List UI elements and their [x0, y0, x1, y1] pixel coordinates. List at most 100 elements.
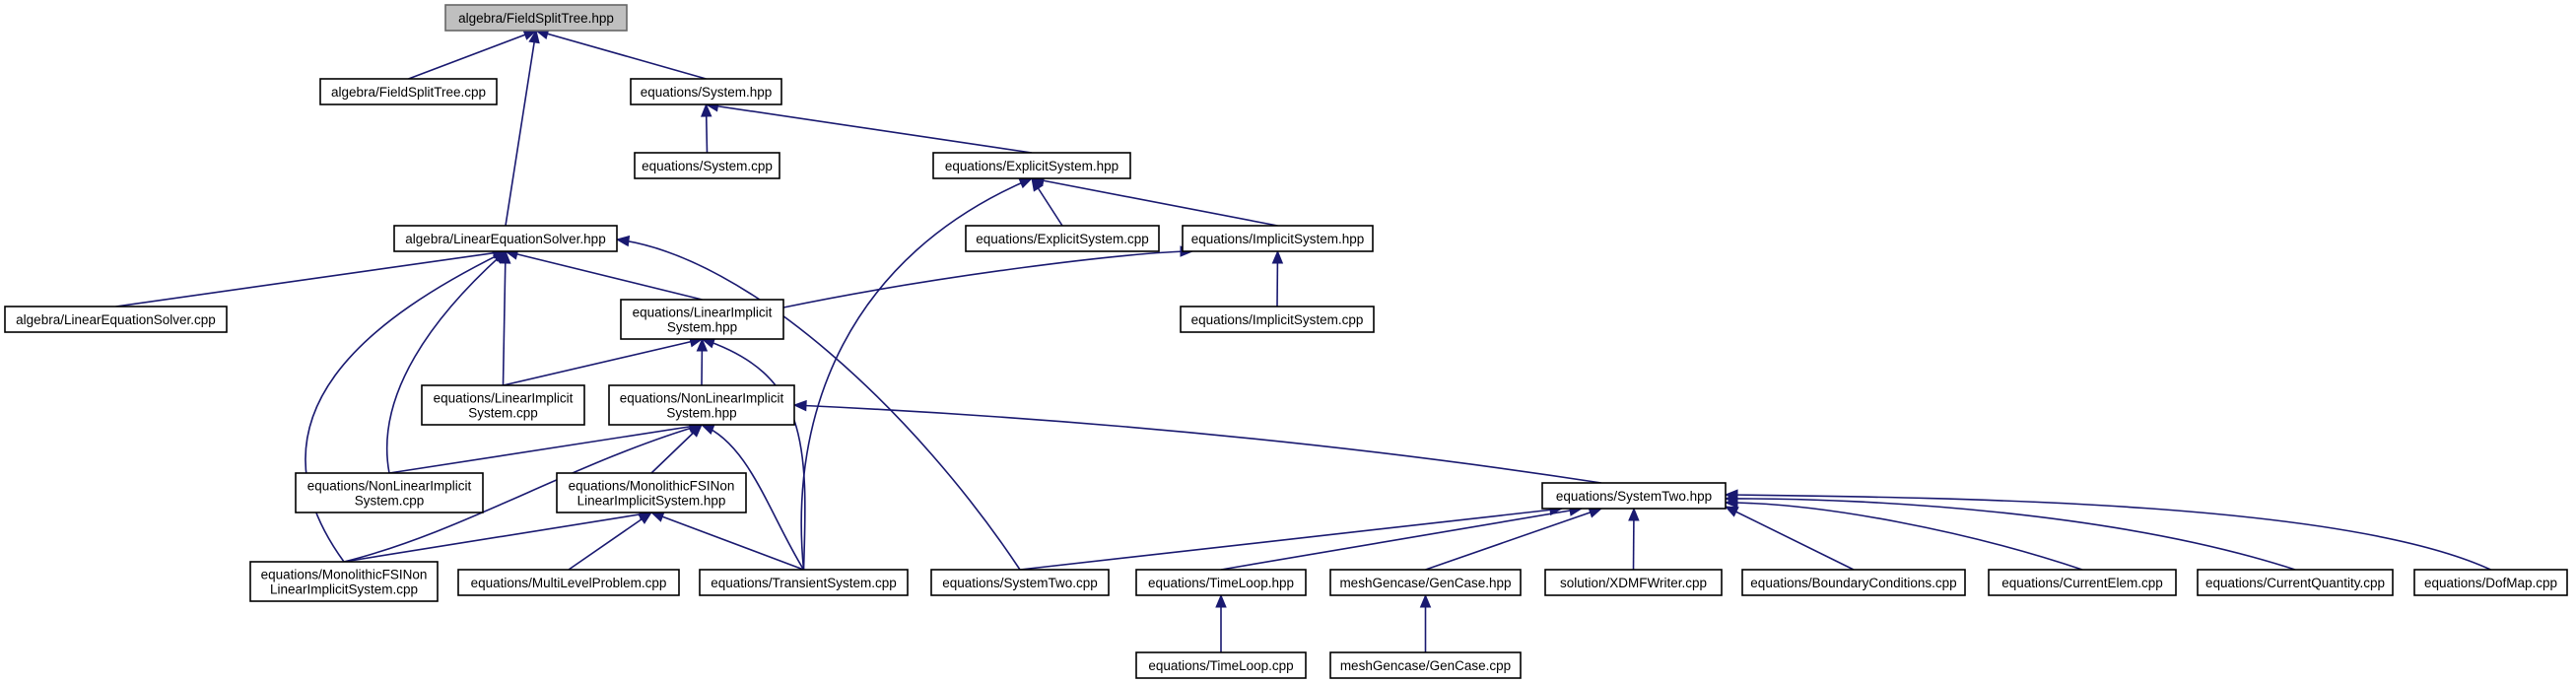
node-label: equations/BoundaryConditions.cpp: [1750, 576, 1956, 590]
edge-les_cpp-to-les_hpp: [115, 250, 507, 307]
edge-s2_hpp-to-nlis_hpp: [793, 404, 1602, 484]
node-ts-cpp[interactable]: equations/TransientSystem.cpp: [699, 569, 909, 596]
arrowhead-sys_cpp-to-sys_hpp: [701, 102, 712, 117]
node-les-hpp[interactable]: algebra/LinearEquationSolver.hpp: [393, 225, 618, 252]
node-xdmf-cpp[interactable]: solution/XDMFWriter.cpp: [1544, 569, 1723, 596]
node-box: [457, 569, 680, 596]
node-sys-cpp[interactable]: equations/System.cpp: [634, 152, 780, 179]
node-box: [1135, 569, 1307, 596]
node-bc-cpp[interactable]: equations/BoundaryConditions.cpp: [1741, 569, 1966, 596]
node-root[interactable]: algebra/FieldSplitTree.hpp: [444, 4, 628, 32]
node-label: algebra/FieldSplitTree.cpp: [331, 85, 486, 100]
node-label: solution/XDMFWriter.cpp: [1560, 576, 1707, 590]
node-label: algebra/FieldSplitTree.hpp: [458, 11, 614, 26]
arrowhead-tl_cpp-to-tl_hpp: [1215, 593, 1227, 608]
node-box: [1180, 306, 1375, 333]
node-mfsi-hpp[interactable]: equations/MonolithicFSINonLinearImplicit…: [556, 472, 747, 513]
node-box: [699, 569, 909, 596]
node-label: System.hpp: [667, 320, 737, 335]
node-box: [295, 472, 484, 513]
arrowhead-xdmf_cpp-to-s2_hpp: [1628, 507, 1640, 521]
node-box: [556, 472, 747, 513]
node-label: equations/NonLinearImplicit: [307, 479, 472, 494]
node-label: LinearImplicitSystem.cpp: [270, 582, 418, 597]
node-box: [421, 384, 585, 426]
node-label: equations/System.hpp: [641, 85, 773, 100]
edge-sys_hpp-to-root: [535, 30, 707, 80]
node-imp-hpp[interactable]: equations/ImplicitSystem.hpp: [1182, 225, 1374, 252]
edge-ts_cpp-to-mfsi_hpp: [650, 512, 804, 571]
node-label: equations/ExplicitSystem.cpp: [976, 232, 1149, 246]
node-mlp-cpp[interactable]: equations/MultiLevelProblem.cpp: [457, 569, 680, 596]
arrowhead-ts_cpp-to-exp_hpp: [1018, 177, 1034, 189]
node-tl-cpp[interactable]: equations/TimeLoop.cpp: [1135, 651, 1307, 679]
arrowhead-les_hpp-to-root: [528, 29, 540, 44]
node-tl-hpp[interactable]: equations/TimeLoop.hpp: [1135, 569, 1307, 596]
node-label: equations/MonolithicFSINon: [261, 568, 428, 582]
node-cq-cpp[interactable]: equations/CurrentQuantity.cpp: [2197, 569, 2394, 596]
node-box: [1329, 569, 1522, 596]
node-label: equations/NonLinearImplicit: [620, 391, 784, 406]
edge-lis_cpp-to-lis_hpp: [503, 338, 703, 386]
node-label: System.cpp: [355, 494, 425, 509]
node-les-cpp[interactable]: algebra/LinearEquationSolver.cpp: [4, 306, 228, 333]
node-label: algebra/LinearEquationSolver.hpp: [405, 232, 605, 246]
arrowhead-gc_cpp-to-gc_hpp: [1419, 593, 1432, 608]
node-label: equations/MultiLevelProblem.cpp: [471, 576, 667, 590]
node-s2-hpp[interactable]: equations/SystemTwo.hpp: [1541, 482, 1727, 510]
node-exp-cpp[interactable]: equations/ExplicitSystem.cpp: [965, 225, 1160, 252]
node-box: [1135, 651, 1307, 679]
node-mfsi-cpp[interactable]: equations/MonolithicFSINonLinearImplicit…: [249, 561, 439, 602]
node-label: System.hpp: [666, 406, 736, 421]
arrowhead-nlis_hpp-to-lis_hpp: [696, 337, 709, 352]
node-label: algebra/LinearEquationSolver.cpp: [16, 312, 216, 327]
edge-nlis_cpp-to-les_hpp: [385, 250, 507, 474]
node-lis-hpp[interactable]: equations/LinearImplicitSystem.hpp: [620, 299, 784, 340]
arrowhead-s2_cpp-to-les_hpp: [615, 235, 631, 247]
node-imp-cpp[interactable]: equations/ImplicitSystem.cpp: [1180, 306, 1375, 333]
node-box: [1544, 569, 1723, 596]
edge-tl_hpp-to-s2_hpp: [1220, 508, 1583, 571]
node-label: equations/System.cpp: [642, 159, 773, 173]
edge-mfsi_cpp-to-nlis_hpp: [343, 424, 703, 563]
node-lis-cpp[interactable]: equations/LinearImplicitSystem.cpp: [421, 384, 585, 426]
edge-mfsi_cpp-to-mfsi_hpp: [343, 512, 652, 563]
edge-s2_cpp-to-les_hpp: [616, 239, 1021, 571]
node-label: LinearImplicitSystem.hpp: [577, 494, 726, 509]
edge-bc_cpp-to-s2_hpp: [1725, 506, 1855, 571]
edge-ts_cpp-to-nlis_hpp: [701, 424, 805, 571]
node-exp-hpp[interactable]: equations/ExplicitSystem.hpp: [932, 152, 1131, 179]
edge-lis_cpp-to-les_hpp: [502, 250, 507, 386]
node-dof-cpp[interactable]: equations/DofMap.cpp: [2413, 569, 2568, 596]
arrowhead-dof_cpp-to-s2_hpp: [1724, 489, 1738, 501]
edge-exp_hpp-to-sys_hpp: [706, 103, 1033, 154]
edge-ce_cpp-to-s2_hpp: [1725, 502, 2083, 571]
node-s2-cpp[interactable]: equations/SystemTwo.cpp: [930, 569, 1110, 596]
node-label: equations/LinearImplicit: [633, 306, 773, 320]
edge-imp_hpp-to-exp_hpp: [1031, 177, 1278, 227]
nodes-layer: algebra/FieldSplitTree.hpp algebra/FieldS…: [4, 4, 2568, 679]
node-box: [1541, 482, 1727, 510]
edge-lis_hpp-to-les_hpp: [505, 250, 703, 301]
node-gc-hpp[interactable]: meshGencase/GenCase.hpp: [1329, 569, 1522, 596]
node-sys-hpp[interactable]: equations/System.hpp: [630, 78, 782, 105]
node-ce-cpp[interactable]: equations/CurrentElem.cpp: [1988, 569, 2177, 596]
node-label: equations/TransientSystem.cpp: [711, 576, 897, 590]
node-label: equations/LinearImplicit: [434, 391, 574, 406]
node-fst-cpp[interactable]: algebra/FieldSplitTree.cpp: [319, 78, 498, 105]
edge-les_hpp-to-root: [505, 30, 537, 227]
node-box: [4, 306, 228, 333]
edges-layer: [115, 28, 2491, 652]
node-label: equations/SystemTwo.hpp: [1556, 489, 1712, 504]
node-gc-cpp[interactable]: meshGencase/GenCase.cpp: [1329, 651, 1522, 679]
node-box: [930, 569, 1110, 596]
node-label: equations/TimeLoop.hpp: [1148, 576, 1294, 590]
node-box: [630, 78, 782, 105]
node-box: [393, 225, 618, 252]
node-label: System.cpp: [468, 406, 538, 421]
edge-ts_cpp-to-exp_hpp: [800, 177, 1033, 571]
edge-s2_cpp-to-s2_hpp: [1019, 508, 1563, 571]
